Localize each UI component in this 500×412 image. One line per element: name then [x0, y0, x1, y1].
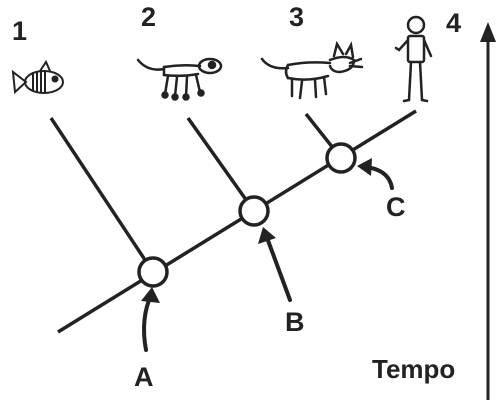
node-label-c: C	[386, 192, 406, 222]
arrow-to-node-c	[357, 158, 394, 190]
human-icon	[394, 15, 433, 103]
node-c	[325, 142, 357, 174]
taxon-number-2: 2	[141, 2, 156, 32]
lizard-icon	[136, 57, 223, 101]
node-label-b: B	[285, 307, 305, 337]
node-a	[137, 256, 169, 288]
taxon-number-1: 1	[12, 16, 27, 46]
arrow-to-node-b	[258, 227, 292, 302]
branch-taxon-2	[186, 116, 256, 213]
node-b	[238, 195, 270, 227]
branch-taxon-1	[49, 117, 155, 273]
fish-icon	[11, 59, 64, 95]
arrow-to-node-a	[141, 287, 160, 352]
time-axis	[480, 22, 496, 400]
taxon-number-3: 3	[289, 2, 304, 32]
cladogram-trunk	[57, 109, 417, 334]
taxon-number-4: 4	[446, 8, 461, 38]
node-label-a: A	[134, 362, 154, 392]
time-axis-label: Tempo	[372, 354, 455, 384]
cat-icon	[260, 40, 364, 100]
